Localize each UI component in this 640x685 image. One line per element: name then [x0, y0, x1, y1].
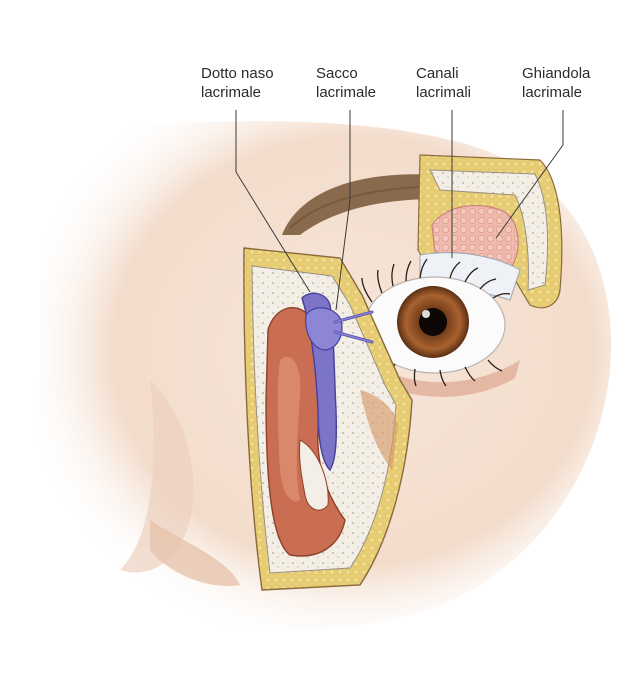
label-dotto-naso-lacrimale: Dotto naso lacrimale [201, 65, 274, 101]
leader-line-dotto [235, 110, 311, 293]
leader-line-ghiandola [495, 110, 564, 239]
leader-line-sacco [335, 110, 351, 311]
label-sacco-lacrimale: Sacco lacrimale [316, 65, 377, 101]
nostril [150, 520, 240, 586]
label-ghiandola-lacrimale: Ghiandola lacrimale [522, 65, 591, 101]
leader-lines [235, 110, 564, 311]
nose-shadow [120, 380, 194, 573]
label-canali-lacrimali: Canali lacrimali [416, 65, 472, 101]
lacrimal-sac [305, 307, 343, 351]
